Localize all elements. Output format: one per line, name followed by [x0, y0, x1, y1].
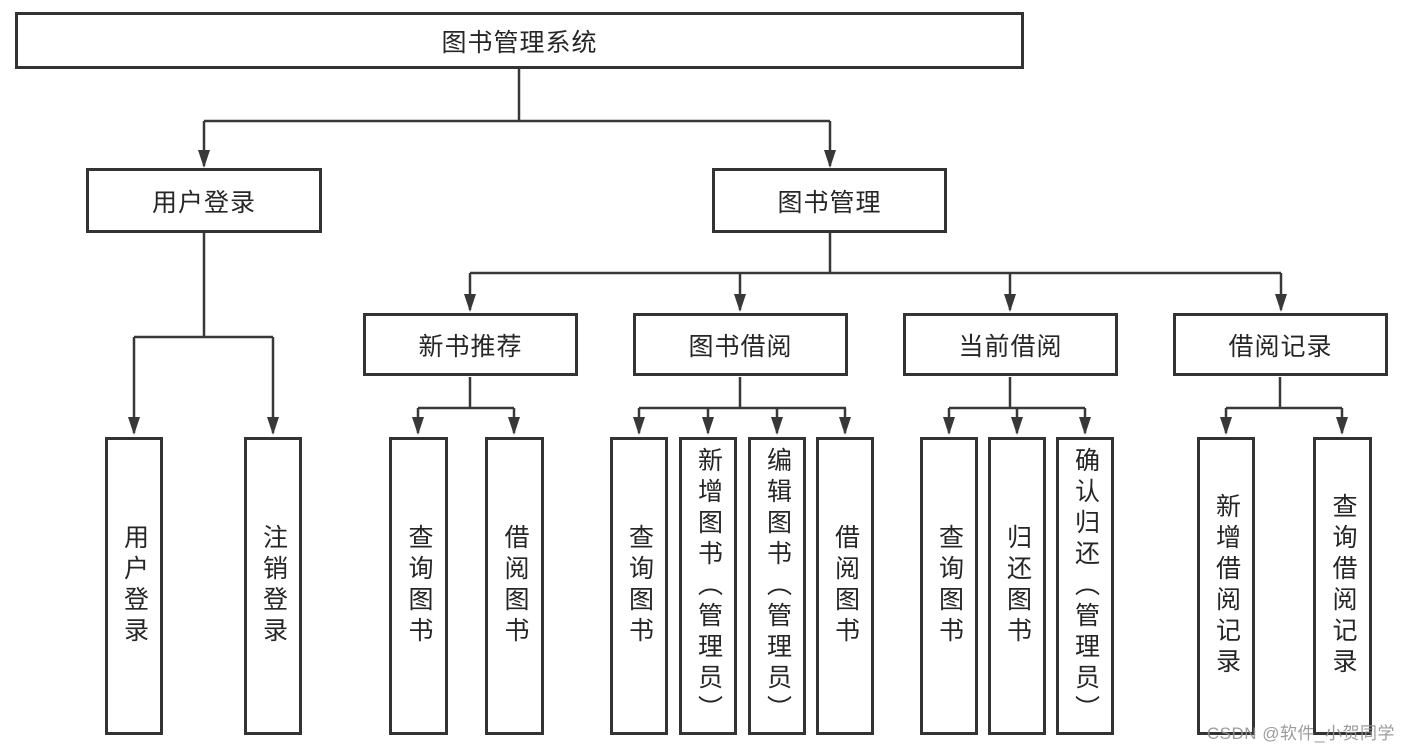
leaf-add-borrow-record-label: 新增借阅记录 — [1212, 493, 1241, 679]
leaf-return-books: 归还图书 — [988, 437, 1046, 735]
leaf-query-books-borrow: 查询图书 — [610, 437, 668, 735]
leaf-add-books-admin: 新增图书（管理员） — [679, 437, 737, 735]
leaf-borrow-books-label: 借阅图书 — [831, 524, 860, 648]
leaf-query-books-current-label: 查询图书 — [935, 524, 964, 648]
node-root: 图书管理系统 — [15, 12, 1024, 69]
leaf-borrow-books-recommend: 借阅图书 — [485, 437, 544, 735]
leaf-return-books-label: 归还图书 — [1003, 524, 1032, 648]
leaf-confirm-return-admin-label: 确认归还（管理员） — [1071, 446, 1100, 726]
node-book-management: 图书管理 — [712, 168, 947, 233]
connector-trunks — [134, 69, 1342, 410]
watermark: CSDN @软件_小贺同学 — [1206, 724, 1395, 743]
node-current-borrow: 当前借阅 — [903, 313, 1118, 376]
node-book-management-label: 图书管理 — [777, 188, 882, 217]
leaf-edit-books-admin-label: 编辑图书（管理员） — [763, 446, 792, 726]
leaf-add-borrow-record: 新增借阅记录 — [1197, 437, 1255, 735]
leaf-query-books-recommend: 查询图书 — [389, 437, 448, 735]
node-new-book-recommend: 新书推荐 — [363, 313, 578, 376]
leaf-add-books-admin-label: 新增图书（管理员） — [694, 446, 723, 726]
leaf-query-books-recommend-label: 查询图书 — [405, 524, 433, 648]
node-borrow-record: 借阅记录 — [1173, 313, 1388, 376]
leaf-query-borrow-record-label: 查询借阅记录 — [1329, 493, 1357, 679]
leaf-logout-login: 注销登录 — [244, 437, 302, 735]
node-root-label: 图书管理系统 — [441, 28, 598, 57]
leaf-confirm-return-admin: 确认归还（管理员） — [1056, 437, 1114, 735]
node-current-borrow-label: 当前借阅 — [958, 332, 1063, 361]
leaf-query-books-current: 查询图书 — [920, 437, 978, 735]
node-borrow-record-label: 借阅记录 — [1228, 332, 1333, 361]
leaf-user-login: 用户登录 — [105, 437, 163, 735]
leaf-edit-books-admin: 编辑图书（管理员） — [748, 437, 806, 735]
leaf-query-borrow-record: 查询借阅记录 — [1313, 437, 1372, 735]
leaf-logout-login-label: 注销登录 — [259, 524, 288, 648]
node-book-borrow: 图书借阅 — [633, 313, 848, 376]
node-user-login-label: 用户登录 — [151, 188, 256, 217]
leaf-borrow-books-recommend-label: 借阅图书 — [501, 524, 529, 648]
node-user-login: 用户登录 — [86, 168, 322, 233]
node-book-borrow-label: 图书借阅 — [688, 332, 793, 361]
leaf-user-login-label: 用户登录 — [120, 524, 149, 648]
leaf-query-books-borrow-label: 查询图书 — [625, 524, 654, 648]
node-new-book-recommend-label: 新书推荐 — [418, 332, 523, 361]
leaf-borrow-books: 借阅图书 — [816, 437, 874, 735]
